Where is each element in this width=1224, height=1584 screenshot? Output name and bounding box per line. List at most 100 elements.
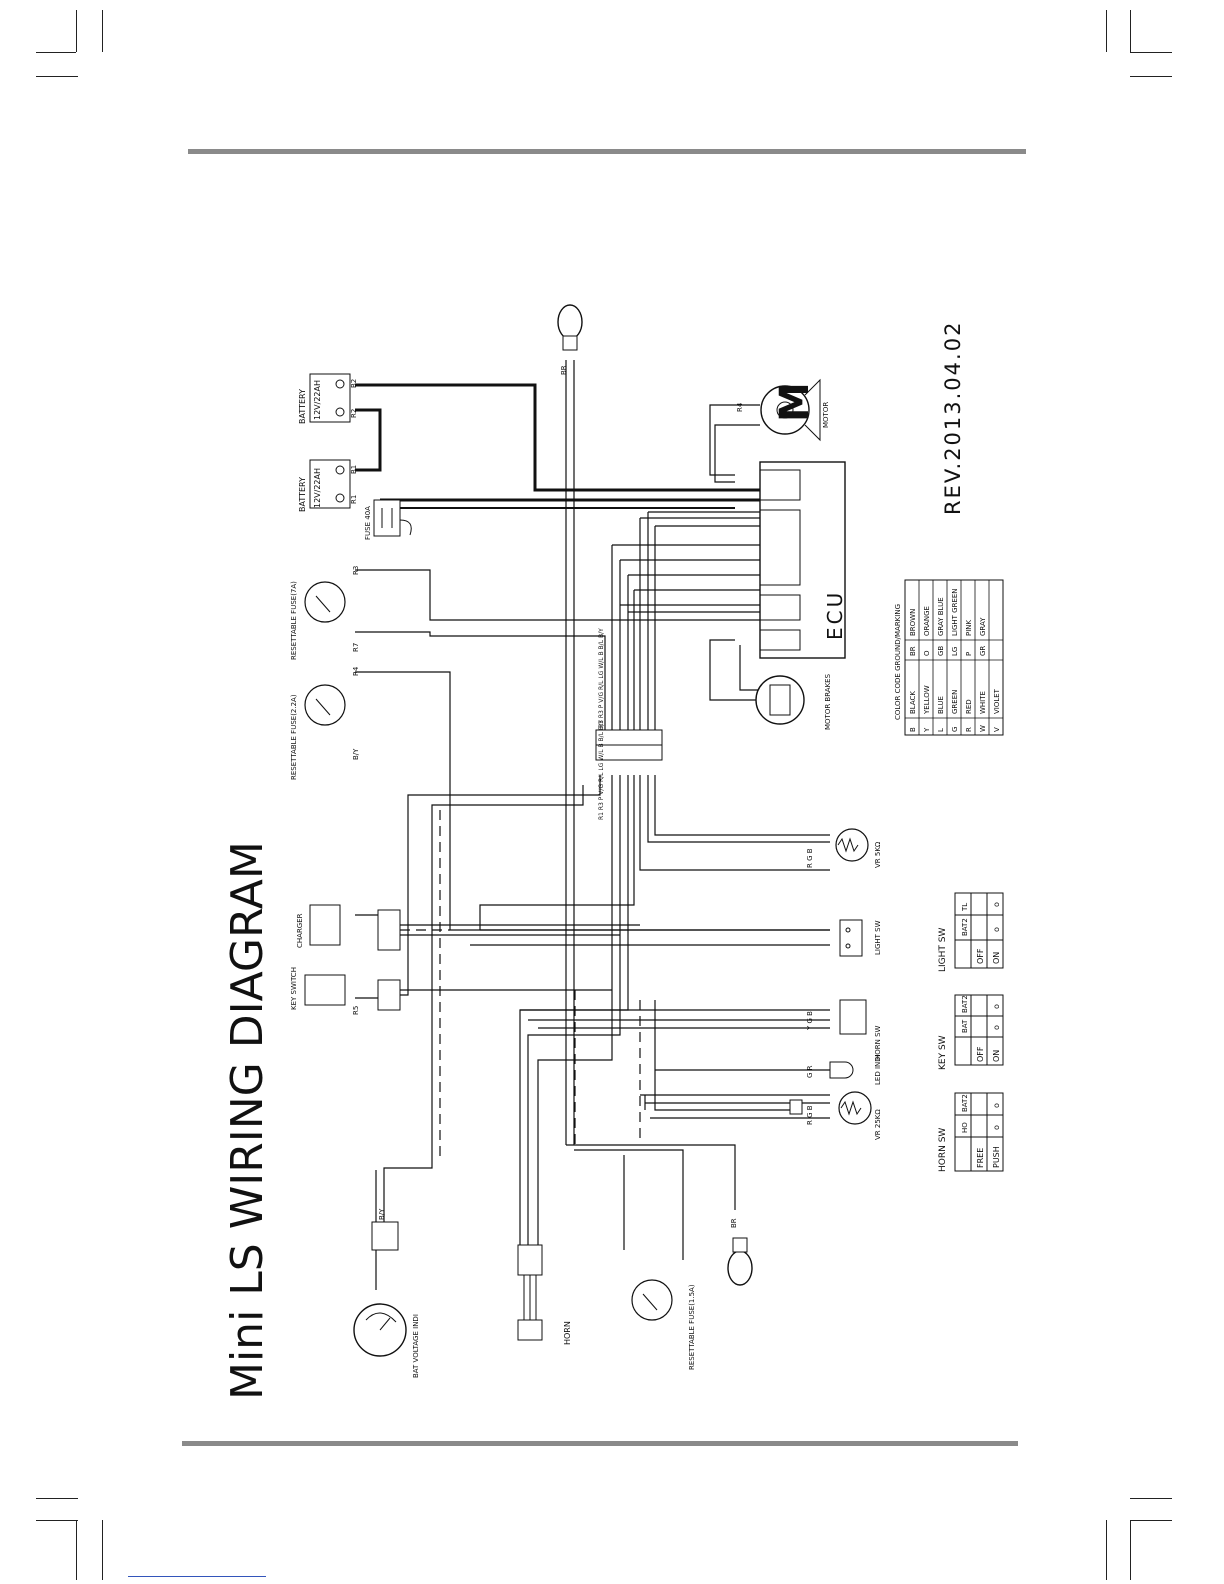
svg-text:YELLOW: YELLOW <box>923 685 931 715</box>
footer-link-underline <box>128 1576 266 1577</box>
light-sw-table: LIGHT SW BAT2 TL OFF ON o o <box>938 892 1004 972</box>
svg-text:VIOLET: VIOLET <box>993 688 1001 714</box>
svg-text:R3: R3 <box>352 566 360 575</box>
svg-text:KEY SW: KEY SW <box>938 1035 948 1070</box>
crop-mark <box>36 1520 78 1521</box>
svg-text:BLUE: BLUE <box>937 696 945 714</box>
resettable-fuse-2-2a: RESETTABLE FUSE(2.2A) R4 B/Y <box>290 666 360 780</box>
footer-rule <box>182 1441 1018 1446</box>
svg-text:BAT: BAT <box>961 1019 969 1033</box>
svg-text:G: G <box>951 727 959 732</box>
svg-text:ECU: ECU <box>823 590 847 640</box>
svg-text:GRAY: GRAY <box>979 617 987 636</box>
svg-text:BAT2: BAT2 <box>961 1094 969 1112</box>
vr-25k: VR 25KΩ R G B <box>789 1091 882 1140</box>
battery-1: BATTERY 12V/22AH B1 R1 <box>298 459 358 512</box>
key-sw-table: KEY SW BAT BAT2 OFF ON o o <box>938 994 1004 1070</box>
svg-text:Y G B: Y G B <box>806 1011 814 1031</box>
header-rule <box>188 149 1026 154</box>
svg-text:R G B: R G B <box>806 848 814 868</box>
dashed-wires <box>400 810 641 1160</box>
svg-text:OFF: OFF <box>976 948 985 964</box>
svg-text:HORN: HORN <box>563 1321 572 1345</box>
svg-text:GB: GB <box>937 646 945 656</box>
svg-text:R5: R5 <box>352 1006 360 1015</box>
crop-mark <box>102 10 103 52</box>
svg-text:GRAY BLUE: GRAY BLUE <box>937 597 945 636</box>
svg-text:P: P <box>965 652 973 656</box>
svg-text:o: o <box>992 1103 1001 1108</box>
resettable-fuse-7a: RESETTABLE FUSE(7A) R3 R7 <box>290 566 360 660</box>
svg-text:V: V <box>993 727 1001 732</box>
svg-text:OFF: OFF <box>976 1046 985 1062</box>
diagram-title: Mini LS WIRING DIAGRAM <box>222 841 273 1400</box>
crop-mark <box>1130 52 1172 53</box>
key-switch: KEY SWITCH R5 <box>290 967 401 1015</box>
bottom-lamp: BR <box>727 1218 753 1286</box>
bat-voltage-indicator: BAT VOLTAGE INDI B/Y <box>353 1208 420 1378</box>
svg-text:R2: R2 <box>350 409 358 418</box>
svg-text:B2: B2 <box>350 379 358 388</box>
svg-text:RESETTABLE FUSE(1.5A): RESETTABLE FUSE(1.5A) <box>688 1284 696 1370</box>
svg-text:R4: R4 <box>352 666 360 676</box>
svg-text:FREE: FREE <box>976 1148 985 1168</box>
horn-switch: HORN SW Y G B <box>806 999 882 1060</box>
svg-text:B: B <box>909 727 917 732</box>
vr-5k: VR 5KΩ R G B <box>806 828 882 868</box>
crop-mark <box>1130 1498 1172 1499</box>
svg-text:COLOR CODE GROUND/MARKING: COLOR CODE GROUND/MARKING <box>894 604 902 720</box>
svg-text:ORANGE: ORANGE <box>923 606 931 636</box>
svg-text:BROWN: BROWN <box>909 609 917 636</box>
svg-text:B/Y: B/Y <box>352 748 360 760</box>
svg-text:BATTERY: BATTERY <box>298 477 307 512</box>
crop-mark <box>36 76 78 77</box>
svg-text:TL: TL <box>961 903 969 912</box>
svg-text:FUSE 40A: FUSE 40A <box>364 506 372 540</box>
svg-text:B1: B1 <box>350 465 358 474</box>
svg-text:LG: LG <box>951 647 959 656</box>
crop-mark <box>1106 1520 1107 1580</box>
svg-text:M: M <box>772 382 818 422</box>
battery-2: BATTERY 12V/22AH B2 R2 <box>298 373 358 424</box>
svg-text:LIGHT GREEN: LIGHT GREEN <box>951 588 959 636</box>
svg-text:VR 5KΩ: VR 5KΩ <box>874 841 882 868</box>
svg-text:R4: R4 <box>736 402 744 412</box>
svg-text:BR: BR <box>909 646 917 656</box>
svg-text:ON: ON <box>992 1050 1001 1062</box>
svg-text:HO: HO <box>961 1122 969 1133</box>
revision-label: REV.2013.04.02 <box>941 321 965 515</box>
ecu: ECU <box>759 461 847 659</box>
svg-text:LED INDI: LED INDI <box>874 1054 882 1085</box>
svg-text:o: o <box>992 927 1001 932</box>
svg-text:Y: Y <box>923 727 931 733</box>
svg-text:R1 R3 P V/G R/L LG W/L B B/L B: R1 R3 P V/G R/L LG W/L B B/L B/Y <box>598 720 605 820</box>
svg-text:o: o <box>992 1025 1001 1030</box>
svg-text:LIGHT SW: LIGHT SW <box>874 920 882 955</box>
svg-text:O: O <box>923 650 931 656</box>
charger: CHARGER <box>296 904 401 951</box>
horn: HORN <box>517 1244 572 1345</box>
svg-text:BAT2: BAT2 <box>961 918 969 936</box>
svg-text:BR: BR <box>730 1218 738 1228</box>
motor: M MOTOR R4 <box>736 378 830 442</box>
svg-text:W: W <box>979 725 987 732</box>
svg-text:CHARGER: CHARGER <box>296 913 304 948</box>
resettable-fuse-1-5a: RESETTABLE FUSE(1.5A) <box>631 1279 696 1370</box>
svg-text:G R: G R <box>806 1065 814 1078</box>
svg-text:R7: R7 <box>352 643 360 652</box>
svg-text:R1: R1 <box>350 495 358 504</box>
svg-text:VR 25KΩ: VR 25KΩ <box>874 1109 882 1140</box>
svg-text:BAT VOLTAGE INDI: BAT VOLTAGE INDI <box>412 1314 420 1378</box>
svg-text:BR: BR <box>560 365 568 375</box>
crop-mark <box>36 1498 78 1499</box>
svg-text:LIGHT SW: LIGHT SW <box>938 928 948 972</box>
svg-text:RESETTABLE FUSE(7A): RESETTABLE FUSE(7A) <box>290 581 298 660</box>
crop-mark <box>1130 1520 1172 1521</box>
crop-mark <box>1130 1520 1131 1580</box>
svg-text:MOTOR: MOTOR <box>822 402 830 428</box>
svg-text:PINK: PINK <box>965 619 973 636</box>
svg-text:GR: GR <box>979 646 987 656</box>
svg-text:o: o <box>992 902 1001 907</box>
svg-text:RESETTABLE FUSE(2.2A): RESETTABLE FUSE(2.2A) <box>290 694 298 780</box>
